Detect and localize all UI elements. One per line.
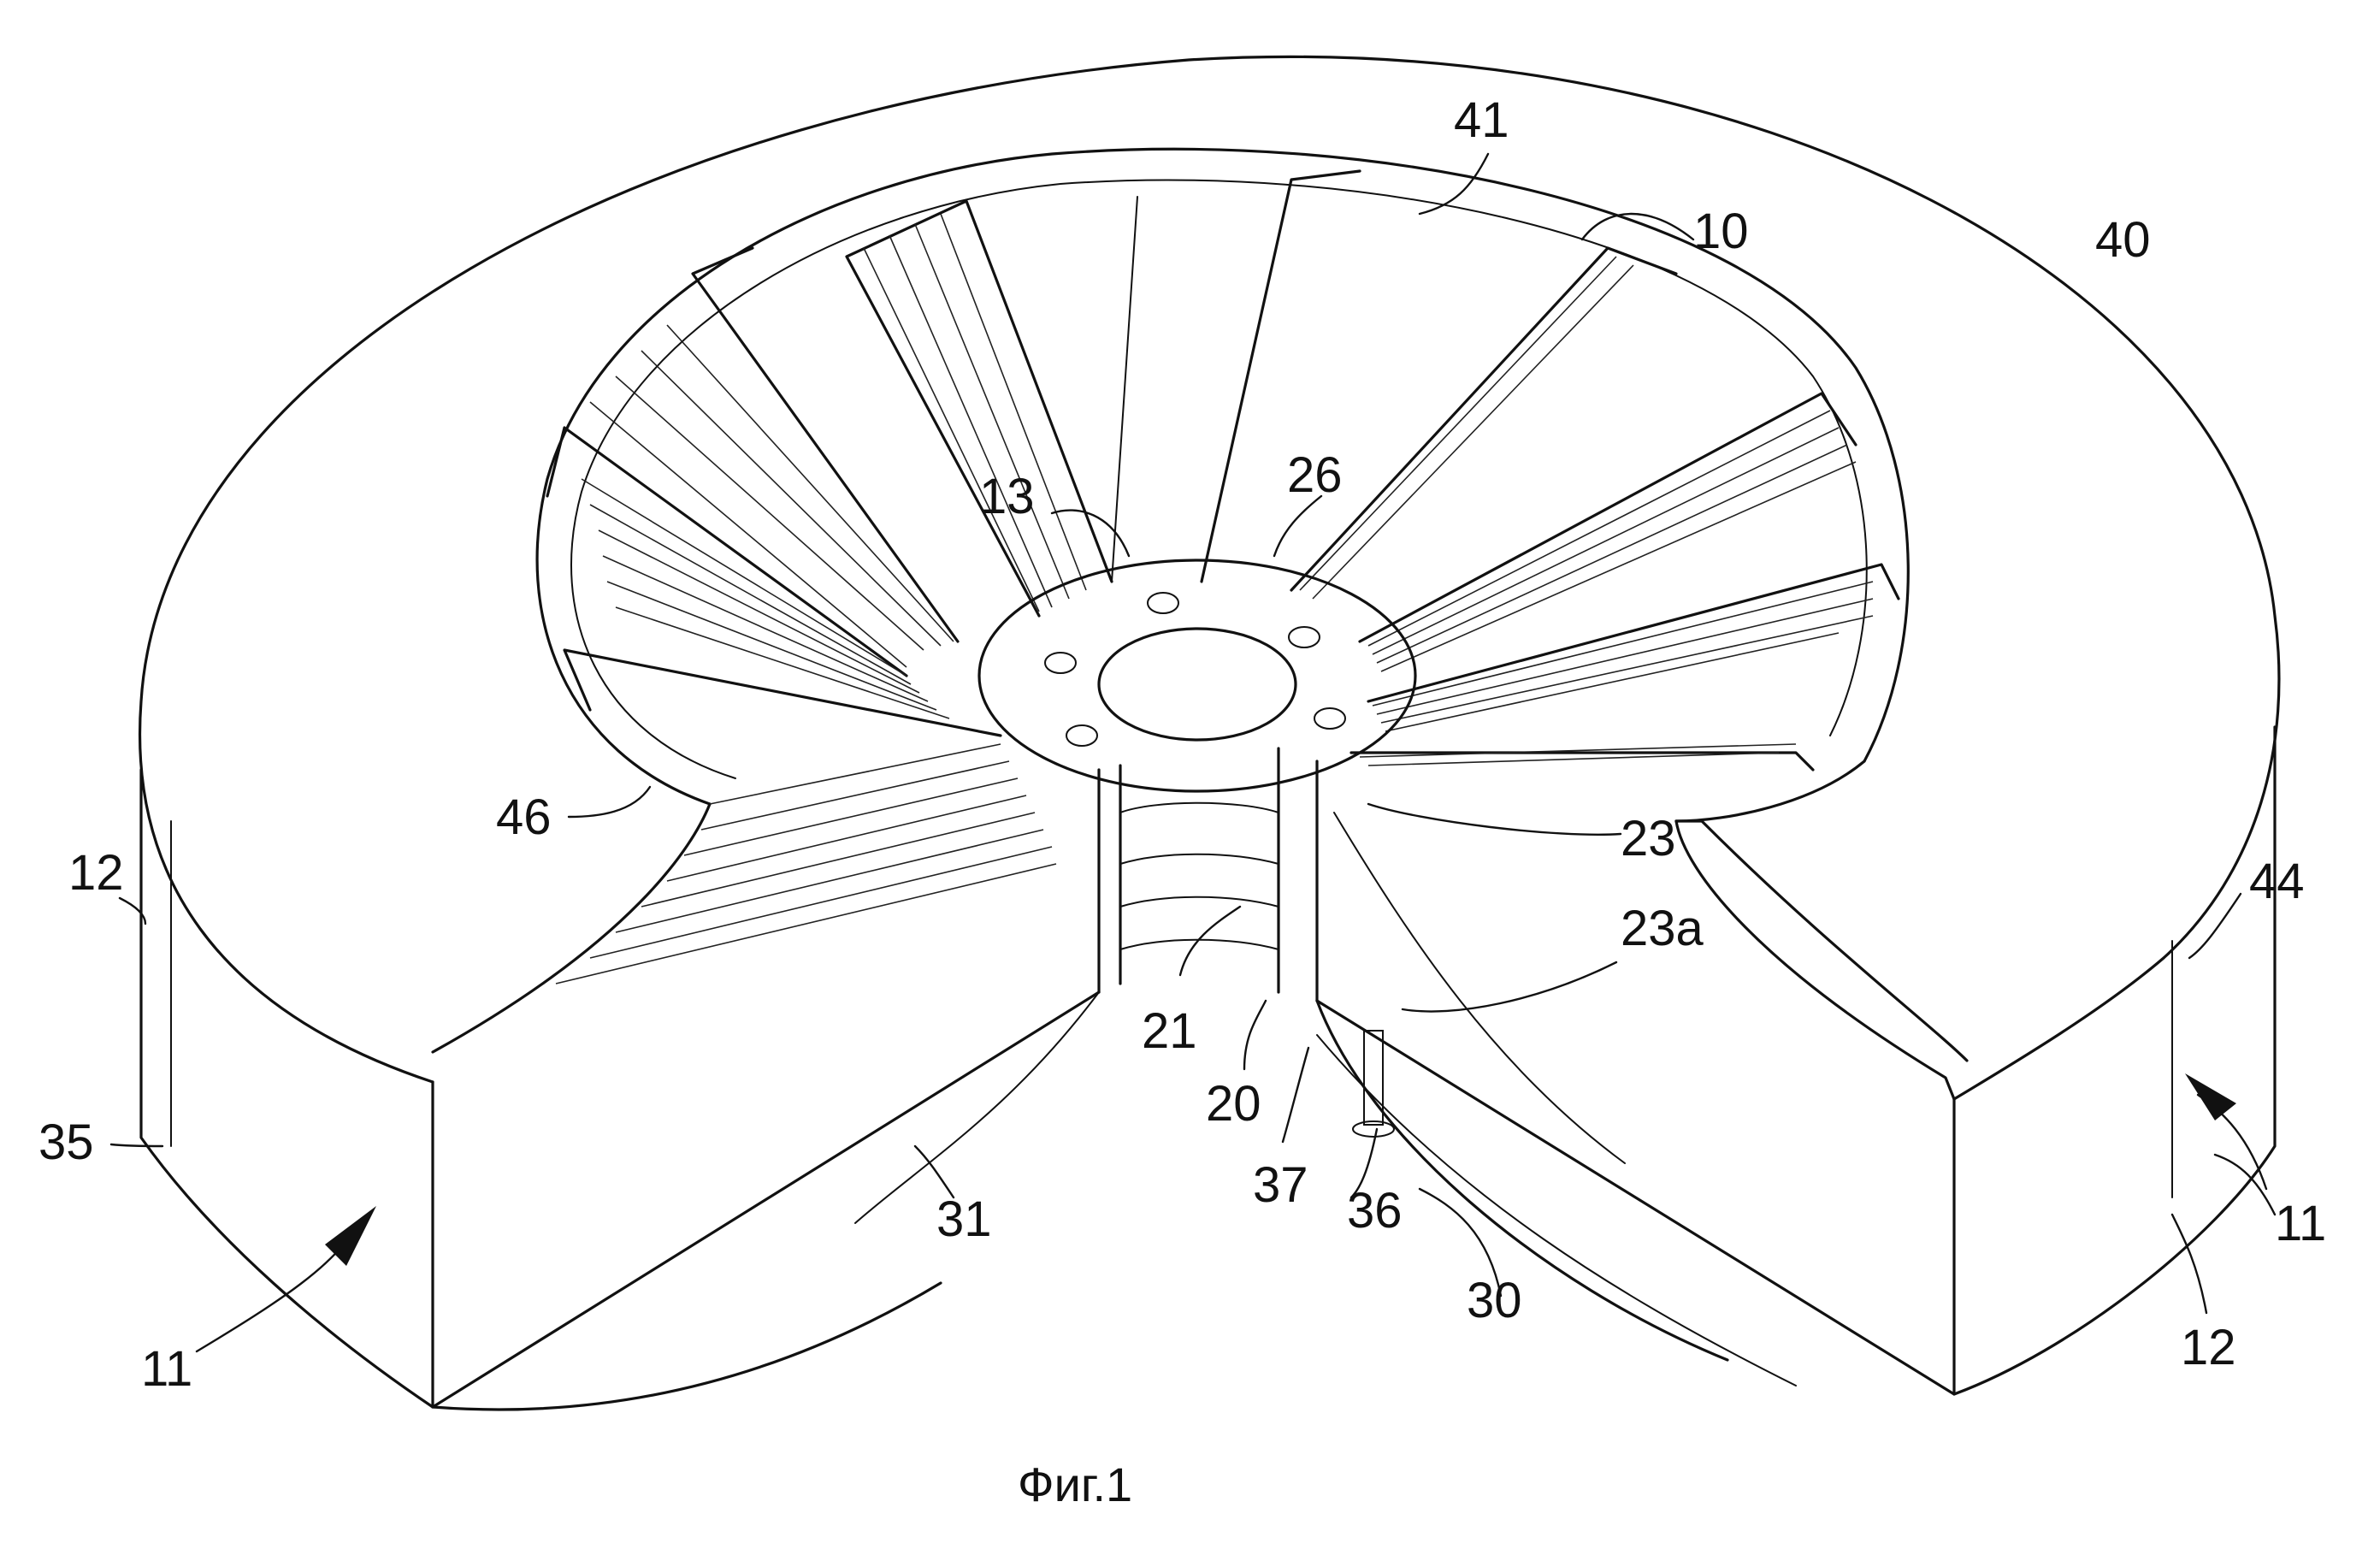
label-10: 10 <box>1693 204 1749 259</box>
figure-caption: Фиг.1 <box>1018 1457 1132 1511</box>
vanes <box>547 171 1899 770</box>
label-11-right: 11 <box>2275 1196 2326 1251</box>
label-13: 13 <box>979 469 1035 524</box>
outer-ring-top <box>140 56 2279 1099</box>
label-41: 41 <box>1454 92 1509 148</box>
reference-numerals: 41 10 40 13 26 46 12 23 44 23a 21 20 35 … <box>38 92 2326 1397</box>
label-12-left: 12 <box>68 845 124 901</box>
cutaway-section <box>433 748 1954 1410</box>
label-35: 35 <box>38 1114 94 1170</box>
hub <box>979 560 1415 791</box>
label-36: 36 <box>1347 1183 1403 1239</box>
label-23a: 23a <box>1621 901 1704 956</box>
label-26: 26 <box>1287 447 1343 503</box>
label-40: 40 <box>2095 212 2151 268</box>
label-44: 44 <box>2249 854 2305 909</box>
label-23: 23 <box>1621 811 1676 866</box>
leader-lines <box>111 154 2275 1313</box>
label-46: 46 <box>496 789 552 845</box>
label-20: 20 <box>1206 1076 1261 1132</box>
label-31: 31 <box>936 1191 992 1247</box>
label-37: 37 <box>1253 1157 1308 1213</box>
bolt-36 <box>1353 1031 1394 1137</box>
label-12-right: 12 <box>2181 1320 2236 1375</box>
label-11-left: 11 <box>141 1341 192 1397</box>
label-21: 21 <box>1142 1003 1197 1059</box>
vane-hatching <box>556 214 1873 984</box>
label-30: 30 <box>1467 1273 1522 1328</box>
